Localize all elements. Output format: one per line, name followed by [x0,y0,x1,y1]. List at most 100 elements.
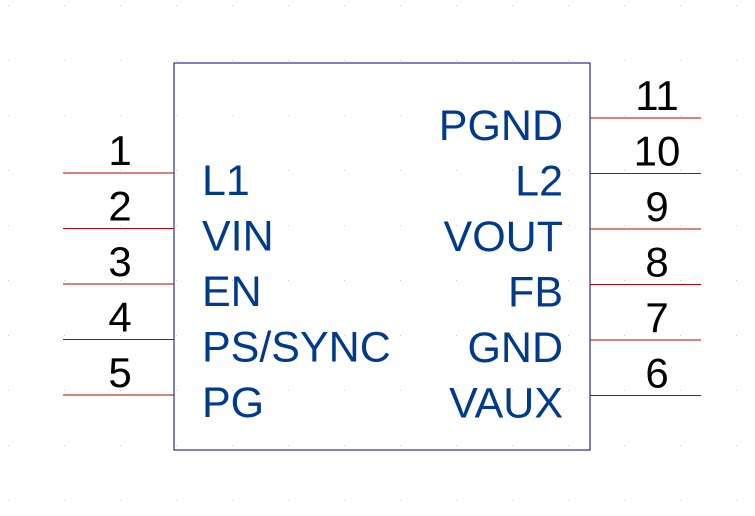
grid-dot [120,225,121,226]
grid-dot [568,170,569,171]
pin-name-right: PGND [439,102,563,150]
grid-dot [8,335,9,336]
grid-dot [568,445,569,446]
grid-dot [288,500,289,501]
grid-dot [512,445,513,446]
grid-dot [736,445,737,446]
grid-dot [120,60,121,61]
grid-dot [8,280,9,281]
grid-dot [64,60,65,61]
pin-name-left: EN [202,268,262,316]
grid-dot [512,60,513,61]
grid-dot [176,335,177,336]
grid-dot [344,170,345,171]
grid-dot [344,500,345,501]
grid-dot [120,390,121,391]
grid-dot [176,170,177,171]
grid-dot [456,445,457,446]
grid-dot [344,335,345,336]
grid-dot [64,335,65,336]
pin-number-left: 1 [108,127,131,174]
grid-dot [680,170,681,171]
grid-dot [232,5,233,6]
grid-dot [624,280,625,281]
grid-dot [568,335,569,336]
grid-dot [288,170,289,171]
background-grid [8,5,737,501]
grid-dot [288,225,289,226]
grid-dot [624,225,625,226]
grid-dot [736,500,737,501]
grid-dot [288,390,289,391]
grid-dot [64,115,65,116]
grid-dot [456,280,457,281]
grid-dot [232,500,233,501]
grid-dot [568,500,569,501]
grid-dot [176,115,177,116]
grid-dot [680,115,681,116]
grid-dot [624,335,625,336]
grid-dot [400,170,401,171]
grid-dot [232,60,233,61]
grid-dot [400,500,401,501]
grid-dot [736,390,737,391]
grid-dot [176,500,177,501]
grid-dot [624,5,625,6]
grid-dot [400,445,401,446]
grid-dot [568,390,569,391]
grid-dot [288,5,289,6]
pin-number-right: 6 [645,350,668,397]
grid-dot [568,280,569,281]
grid-dot [288,60,289,61]
pin-number-right: 9 [645,183,668,230]
grid-dot [624,500,625,501]
pin-number-right: 10 [634,128,681,175]
grid-dot [344,115,345,116]
grid-dot [288,115,289,116]
grid-dot [400,335,401,336]
grid-dot [624,390,625,391]
grid-dot [680,445,681,446]
grid-dot [624,60,625,61]
grid-dot [400,280,401,281]
grid-dot [400,5,401,6]
grid-dot [344,5,345,6]
grid-dot [400,60,401,61]
grid-dot [8,445,9,446]
grid-dot [456,170,457,171]
pin-name-left: PS/SYNC [202,324,391,372]
grid-dot [64,500,65,501]
component-body [173,62,591,451]
grid-dot [8,60,9,61]
grid-dot [680,335,681,336]
grid-dot [232,335,233,336]
grid-dot [680,225,681,226]
grid-dot [568,115,569,116]
grid-dot [344,60,345,61]
grid-dot [456,60,457,61]
grid-dot [568,5,569,6]
pin-name-right: L2 [515,158,563,206]
grid-dot [8,115,9,116]
grid-dot [288,445,289,446]
grid-dot [344,390,345,391]
grid-dot [624,115,625,116]
grid-dot [400,225,401,226]
grid-dot [176,5,177,6]
grid-dot [568,60,569,61]
grid-dot [344,445,345,446]
grid-dot [512,170,513,171]
grid-dot [456,500,457,501]
grid-dot [64,390,65,391]
grid-dot [680,500,681,501]
grid-dot [512,5,513,6]
grid-dot [232,225,233,226]
grid-dot [680,280,681,281]
grid-dot [120,115,121,116]
grid-dot [568,225,569,226]
grid-dot [120,445,121,446]
grid-dot [232,445,233,446]
grid-dot [456,335,457,336]
